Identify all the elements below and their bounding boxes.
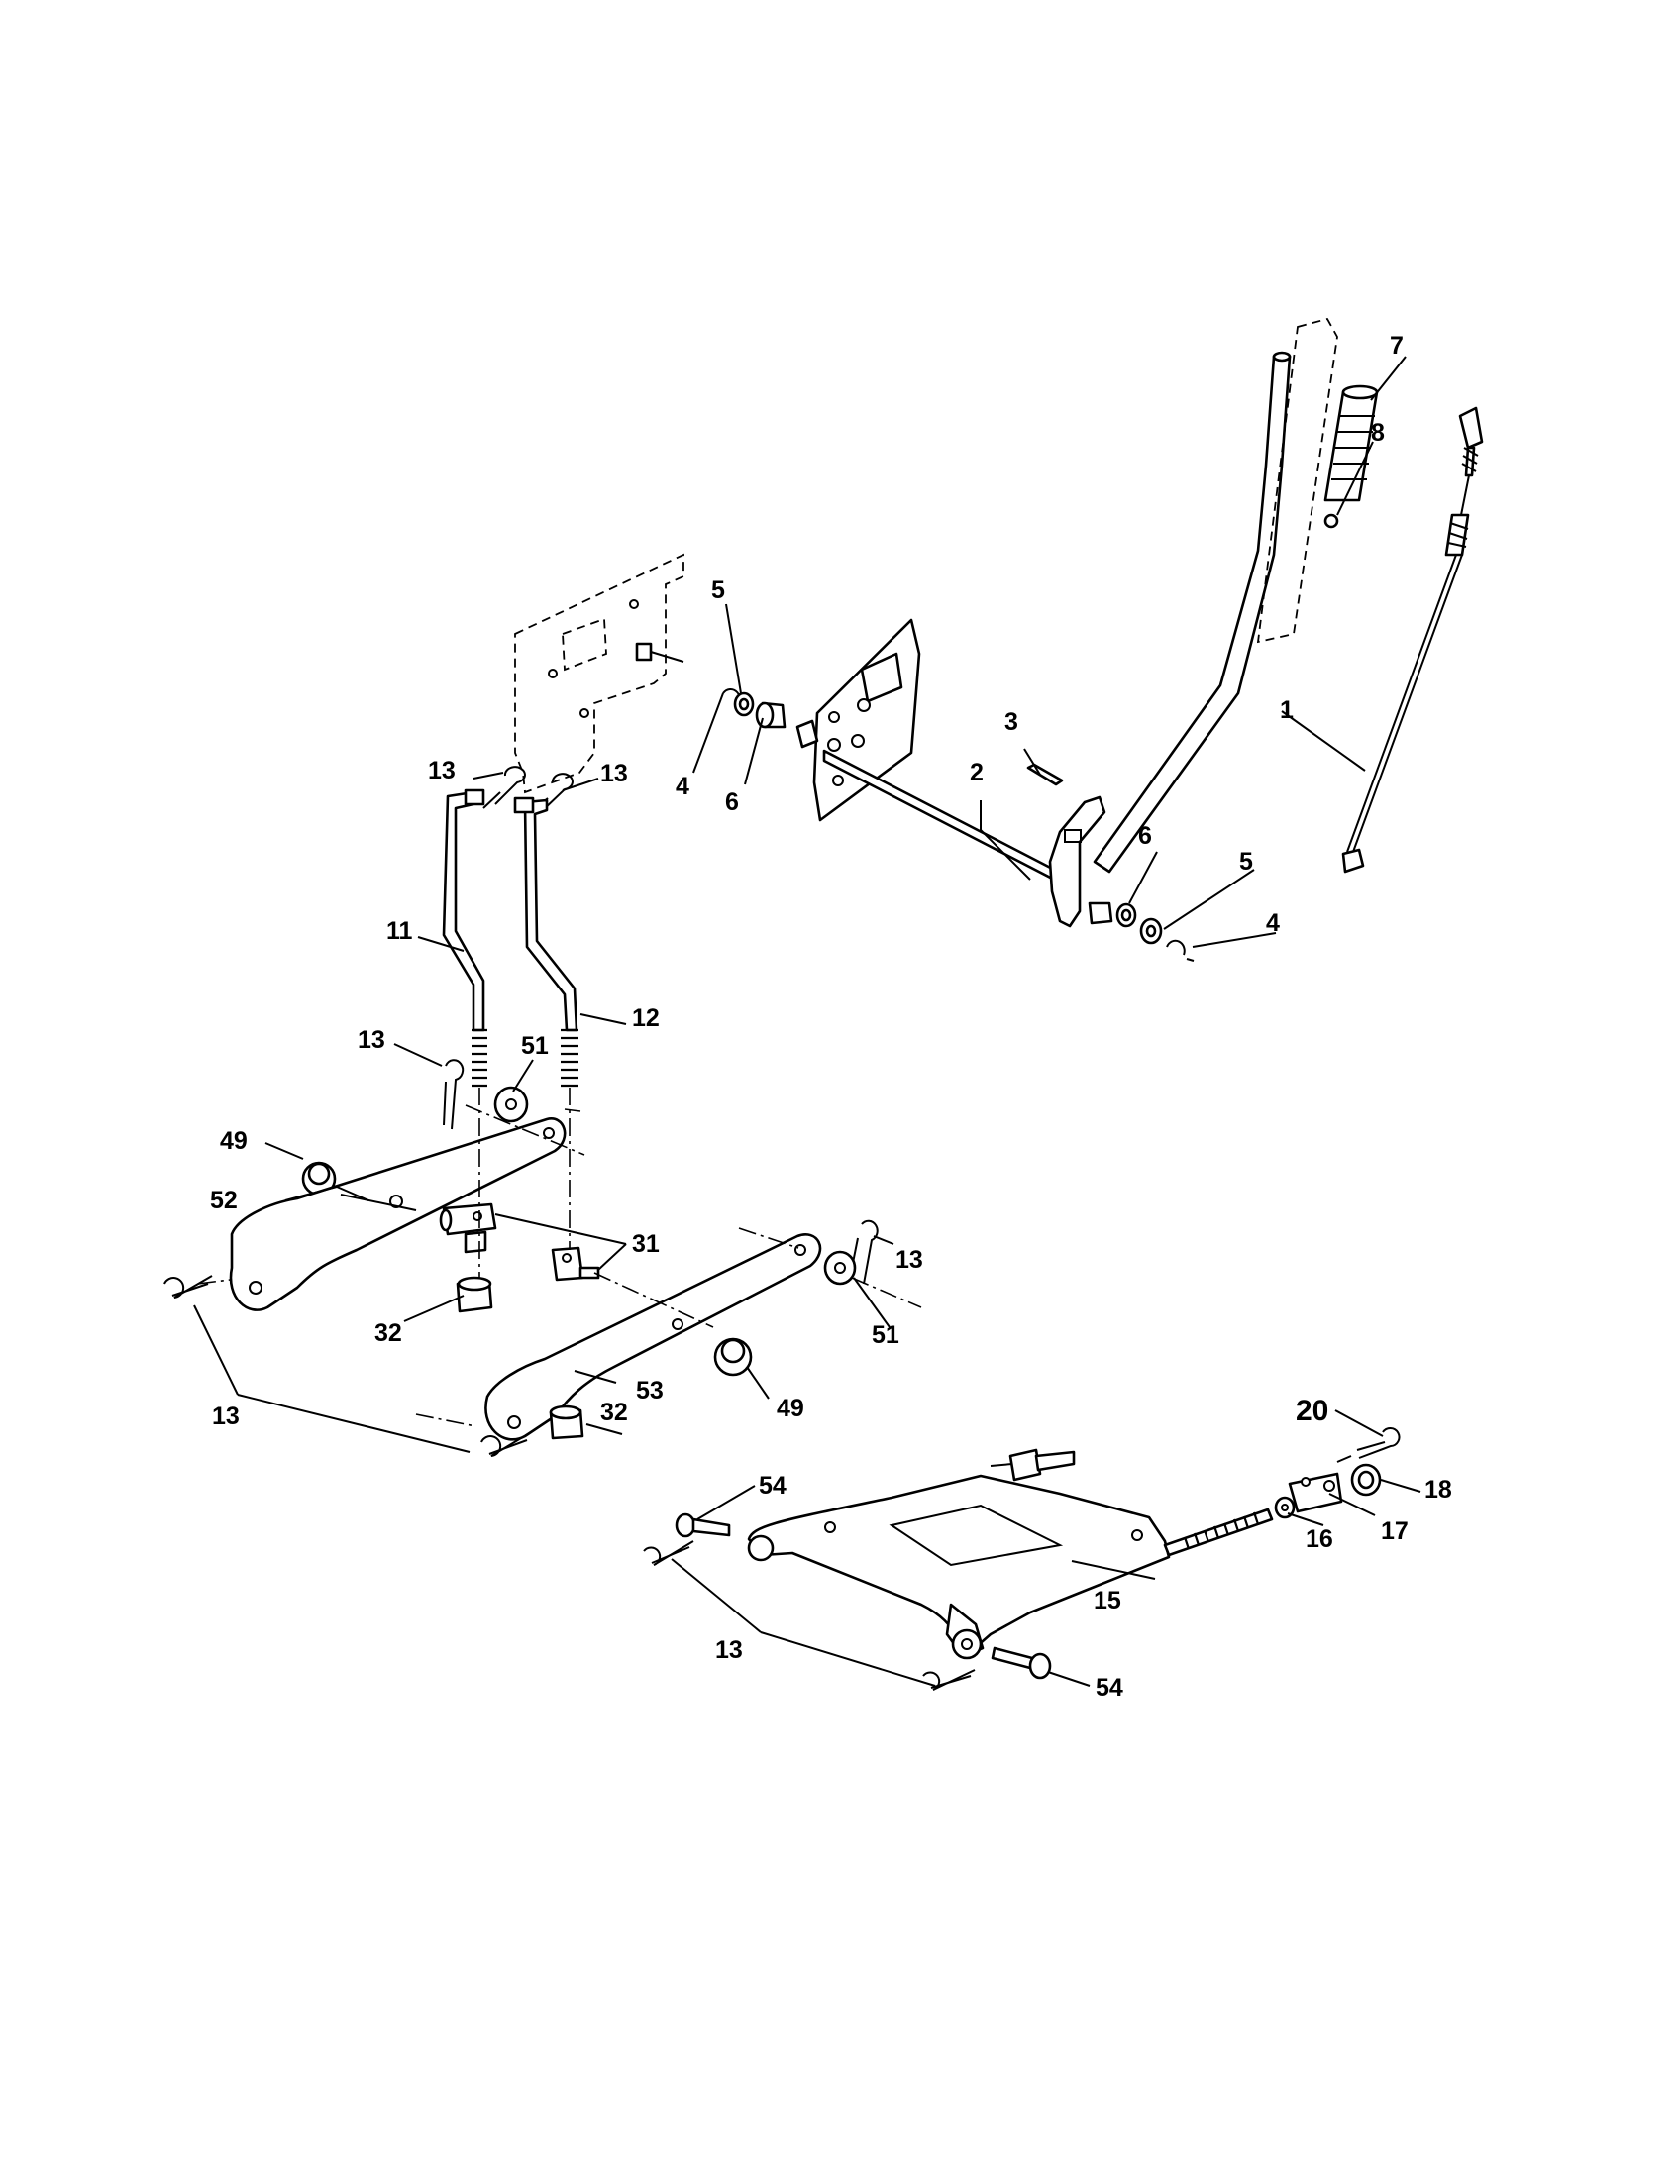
callout-6-right: 6: [1138, 822, 1152, 850]
callout-51-upper: 51: [521, 1032, 549, 1060]
roll-pin: [1026, 763, 1064, 786]
lock-nut: [1350, 1463, 1382, 1497]
callout-49-left: 49: [220, 1127, 248, 1155]
callout-13-top-left: 13: [428, 757, 456, 784]
clip-washer-right-arm: [823, 1219, 879, 1286]
center-lines: [197, 1088, 922, 1427]
callout-5-right: 5: [1239, 848, 1253, 876]
shaft-hardware-left: [722, 687, 787, 729]
lever-grip: [1323, 384, 1379, 529]
callout-3: 3: [1004, 708, 1018, 736]
callout-32-left: 32: [374, 1319, 402, 1347]
callout-13-lower-left: 13: [212, 1403, 240, 1430]
nut-right: [549, 1404, 584, 1440]
cable: [1341, 406, 1484, 874]
lift-arm-right: [484, 1233, 822, 1441]
shaft-hardware-right: [1088, 901, 1195, 962]
callout-18: 18: [1424, 1476, 1452, 1504]
callout-12: 12: [632, 1004, 660, 1032]
callout-13-mid-left: 13: [358, 1026, 385, 1054]
callout-2: 2: [970, 759, 984, 786]
frame-bracket-reference: [514, 553, 684, 794]
callout-15: 15: [1094, 1587, 1121, 1614]
callout-20: 20: [1296, 1395, 1328, 1427]
callout-17: 17: [1381, 1517, 1409, 1545]
trunnion-left: [439, 1202, 497, 1313]
callout-32-right: 32: [600, 1399, 628, 1426]
hairpin-clips-lower-left: [163, 1275, 532, 1457]
adjusting-rod: [1163, 1508, 1274, 1557]
callout-51-lower: 51: [872, 1321, 899, 1349]
callout-4-right: 4: [1266, 909, 1280, 937]
lift-arm-left: [229, 1117, 567, 1311]
clip-washer-left-arm: [443, 1059, 529, 1130]
callout-7: 7: [1390, 332, 1404, 360]
link-rods: [442, 788, 578, 1088]
trunnion-right: [551, 1246, 600, 1282]
bolt-upper: [675, 1512, 731, 1538]
hairpin-clip-20: [1336, 1427, 1401, 1463]
callout-52: 52: [210, 1187, 238, 1214]
callout-8: 8: [1371, 419, 1385, 447]
callout-53: 53: [636, 1377, 664, 1404]
callout-1: 1: [1280, 696, 1294, 724]
flange-nut-right: [713, 1337, 753, 1377]
callout-31: 31: [632, 1230, 660, 1258]
callout-13-lower-right: 13: [715, 1636, 743, 1664]
callout-11: 11: [386, 917, 413, 945]
callout-4-left: 4: [676, 773, 689, 800]
callout-labels: 1 2 3 4 4 5 5 6 6 7 8 11 12 13 13 13 13 …: [210, 332, 1452, 1702]
clevis: [1288, 1472, 1343, 1513]
jam-nut: [1274, 1496, 1296, 1519]
callout-6-left: 6: [725, 788, 739, 816]
callout-54-lower: 54: [1096, 1674, 1123, 1702]
leader-lines: [193, 356, 1421, 1687]
lift-shaft-assembly: [795, 618, 1106, 928]
callout-16: 16: [1306, 1525, 1333, 1553]
callout-5-left: 5: [711, 576, 725, 604]
deck-bracket: [747, 1448, 1171, 1660]
lift-lever: [1093, 317, 1338, 874]
callout-54-upper: 54: [759, 1472, 787, 1500]
callout-13-top-right: 13: [600, 760, 628, 787]
callout-13-mid-right: 13: [895, 1246, 923, 1274]
bolt-lower: [991, 1646, 1052, 1680]
callout-49-right: 49: [777, 1395, 804, 1422]
hairpin-clips-lower-right: [643, 1540, 976, 1691]
